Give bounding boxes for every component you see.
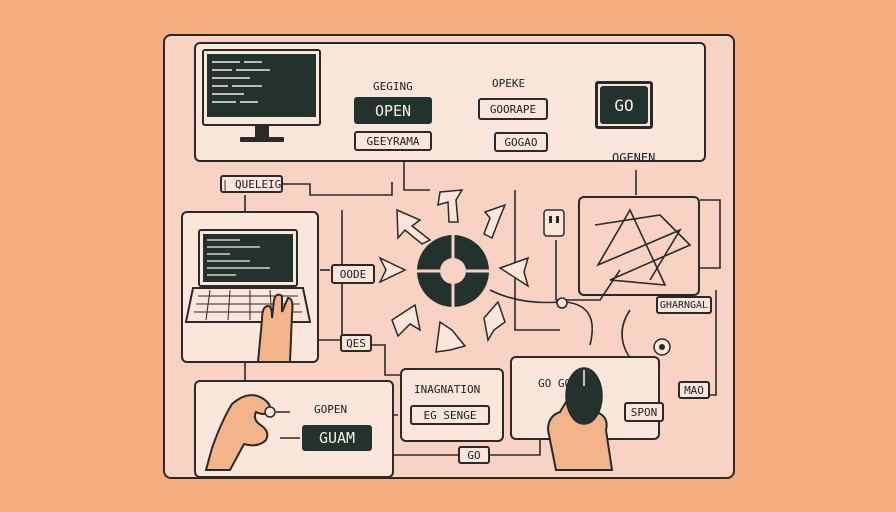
mouse-icon [566, 368, 602, 424]
mouse-hand-icon [548, 368, 612, 470]
